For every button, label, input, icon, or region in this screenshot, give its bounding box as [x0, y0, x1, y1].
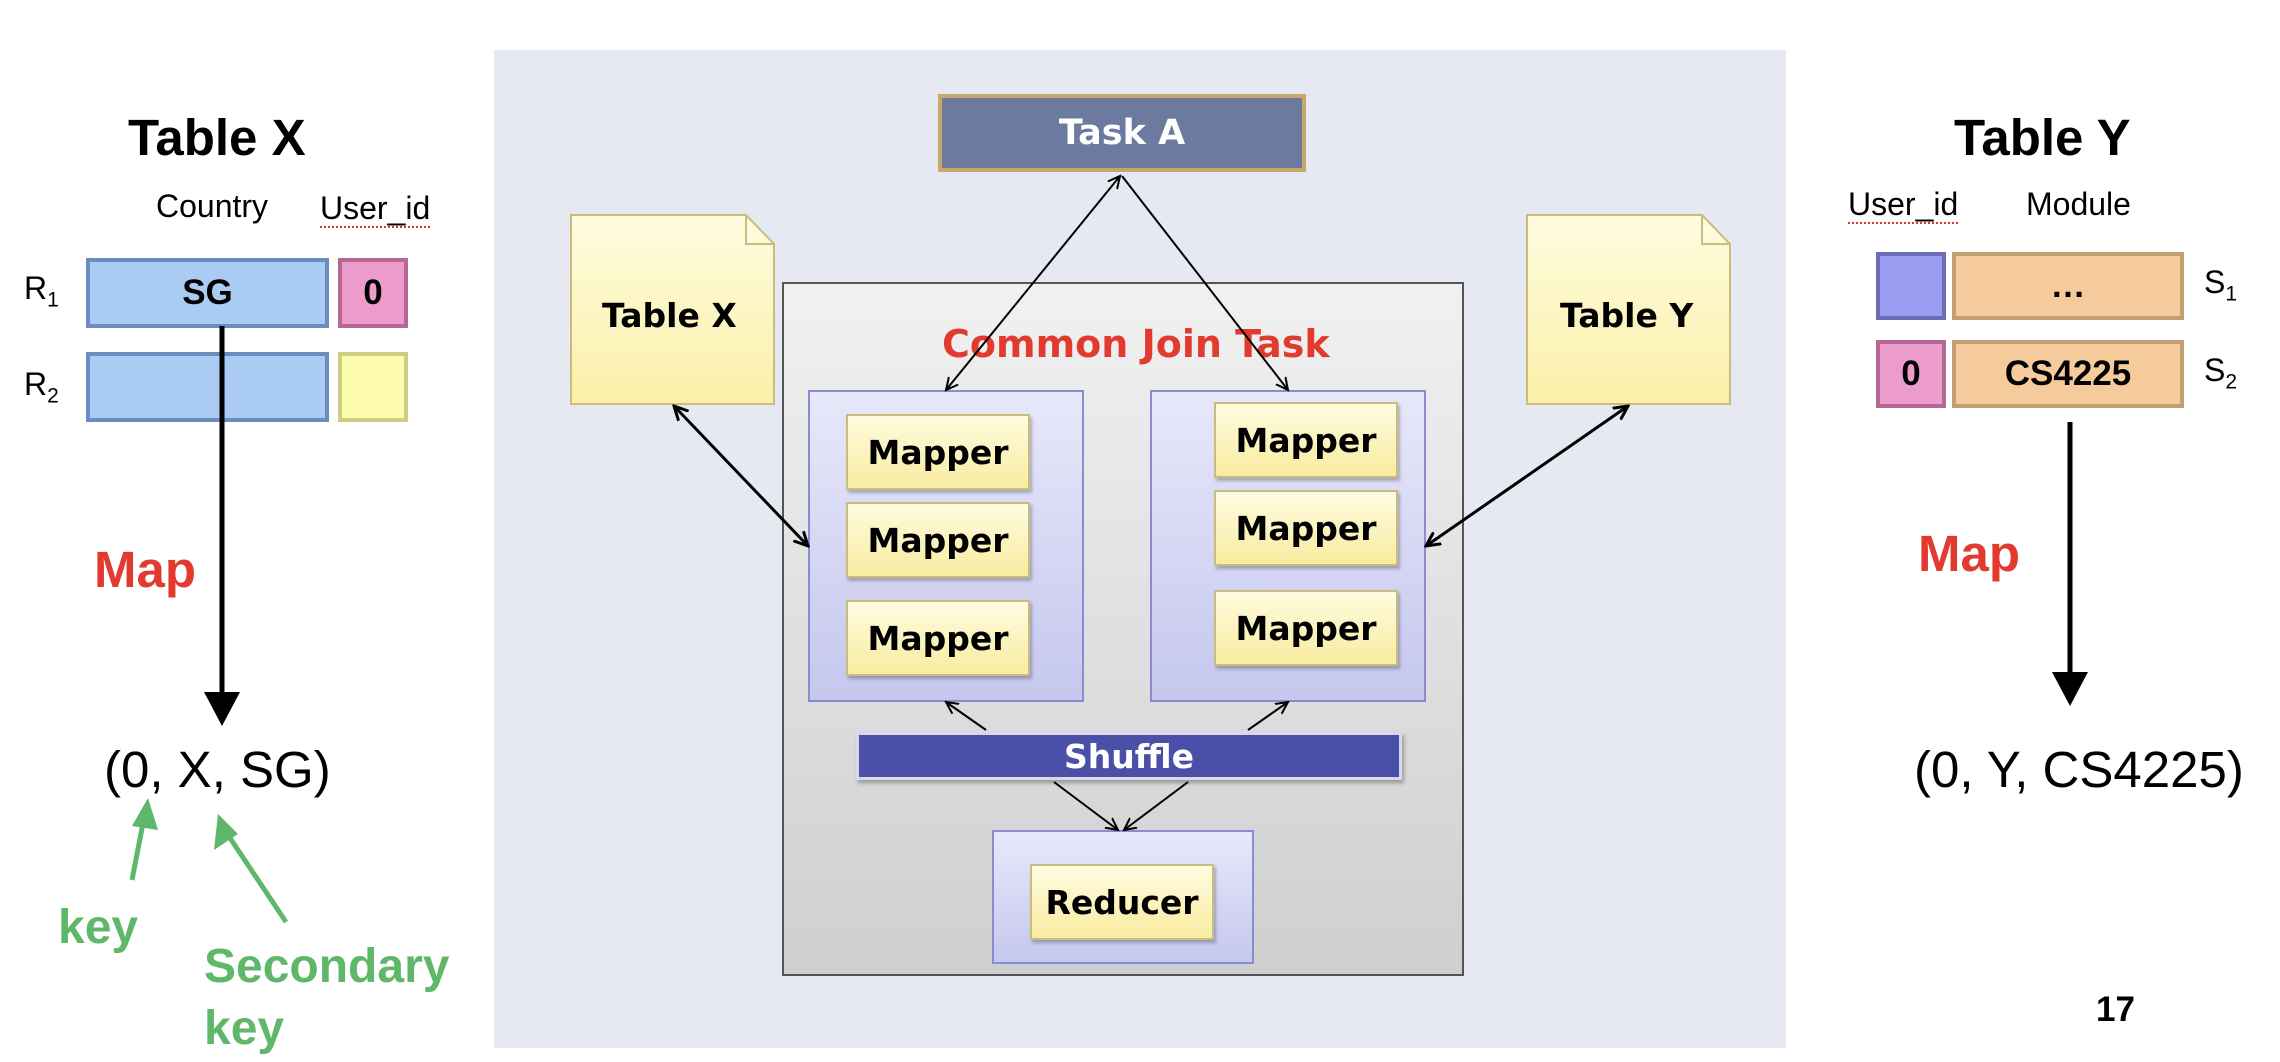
shuffle-right-link [1247, 702, 1288, 731]
right-mapper-3: Mapper [1214, 590, 1398, 666]
key-label: key [58, 901, 139, 954]
reducer-box: Reducer [1030, 864, 1214, 940]
row-label-r2: R2 [24, 366, 59, 408]
table-x-doc-link [674, 406, 808, 546]
left-arrows [129, 326, 289, 924]
key-arrow [129, 817, 147, 881]
left-mapper-3: Mapper [846, 600, 1030, 676]
right-mapper-2: Mapper [1214, 490, 1398, 566]
shuffle-left-link [946, 702, 987, 731]
task-a-left-link [946, 176, 1120, 390]
right-col-module: Module [2026, 186, 2131, 222]
row-label-s2: S2 [2204, 352, 2238, 394]
right-tuple: (0, Y, CS4225) [1914, 741, 2244, 798]
left-mapper-1: Mapper [846, 414, 1030, 490]
right-s1-module-cell: … [1952, 252, 2184, 320]
table-y-doc [1526, 214, 1731, 405]
left-tuple: (0, X, SG) [104, 741, 331, 798]
left-r2-userid-cell [338, 352, 408, 422]
page-number: 17 [2096, 990, 2135, 1029]
right-s2-module-cell: CS4225 [1952, 340, 2184, 408]
right-s2-userid-cell: 0 [1876, 340, 1946, 408]
table-x-doc [570, 214, 775, 405]
secondary-key-arrow [227, 836, 289, 924]
left-r1-country-cell: SG [86, 258, 329, 328]
row-label-r1: R1 [24, 270, 59, 312]
right-mapper-1: Mapper [1214, 402, 1398, 478]
table-y-doc-label: Table Y [1560, 296, 1694, 335]
left-map-arrowhead [204, 692, 240, 726]
right-col-user-id: User_id [1848, 186, 1959, 224]
right-table-title: Table Y [1954, 109, 2131, 166]
left-col-user-id: User_id [320, 190, 431, 228]
task-a-right-link [1121, 175, 1288, 390]
shuffle-reducer-left-link [1053, 781, 1118, 830]
key-arrowhead [132, 798, 158, 830]
left-table-title: Table X [128, 109, 306, 166]
left-map-label: Map [94, 541, 196, 598]
shuffle-reducer-right-link [1124, 781, 1189, 830]
task-a-box: Task A [938, 94, 1306, 172]
left-col-country: Country [156, 188, 269, 224]
left-r1-userid-cell: 0 [338, 258, 408, 328]
right-map-arrowhead [2052, 672, 2088, 706]
table-y-doc-link [1426, 406, 1628, 546]
left-r2-country-cell [86, 352, 329, 422]
secondary-key-label: Secondary key [204, 940, 450, 1055]
right-s1-userid-cell [1876, 252, 1946, 320]
secondary-key-arrowhead [214, 814, 238, 850]
table-x-doc-label: Table X [602, 296, 737, 335]
right-map-label: Map [1918, 525, 2020, 582]
row-label-s1: S1 [2204, 264, 2238, 306]
left-mapper-2: Mapper [846, 502, 1030, 578]
right-arrows [2052, 422, 2088, 706]
shuffle-bar: Shuffle [856, 732, 1402, 780]
